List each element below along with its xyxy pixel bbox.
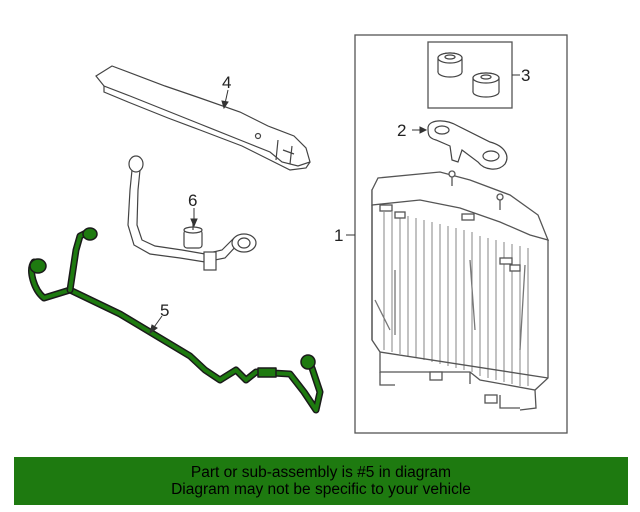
highlighted-cooler-line xyxy=(28,227,324,414)
upper-support-panel xyxy=(95,65,311,171)
callout-4: 4 xyxy=(222,73,231,92)
hose-clamp xyxy=(183,222,203,249)
callout-2: 2 xyxy=(397,121,406,140)
radiator-assembly xyxy=(354,34,568,434)
banner-line-part: Part or sub-assembly is #5 in diagram xyxy=(190,464,452,481)
callout-6: 6 xyxy=(188,191,197,210)
radiator-hose xyxy=(127,155,257,271)
callout-leaders xyxy=(149,74,520,335)
radiator-caps xyxy=(437,52,500,98)
banner-line-disclaimer: Diagram may not be specific to your vehi… xyxy=(171,481,471,498)
radiator-top-tank xyxy=(371,171,550,241)
radiator-fins xyxy=(383,212,529,386)
part-info-banner: Part or sub-assembly is #5 in diagram Di… xyxy=(14,457,628,505)
callout-5: 5 xyxy=(160,301,169,320)
radiator-bracket xyxy=(427,120,508,170)
callout-3: 3 xyxy=(521,66,530,85)
callout-1: 1 xyxy=(334,226,343,245)
